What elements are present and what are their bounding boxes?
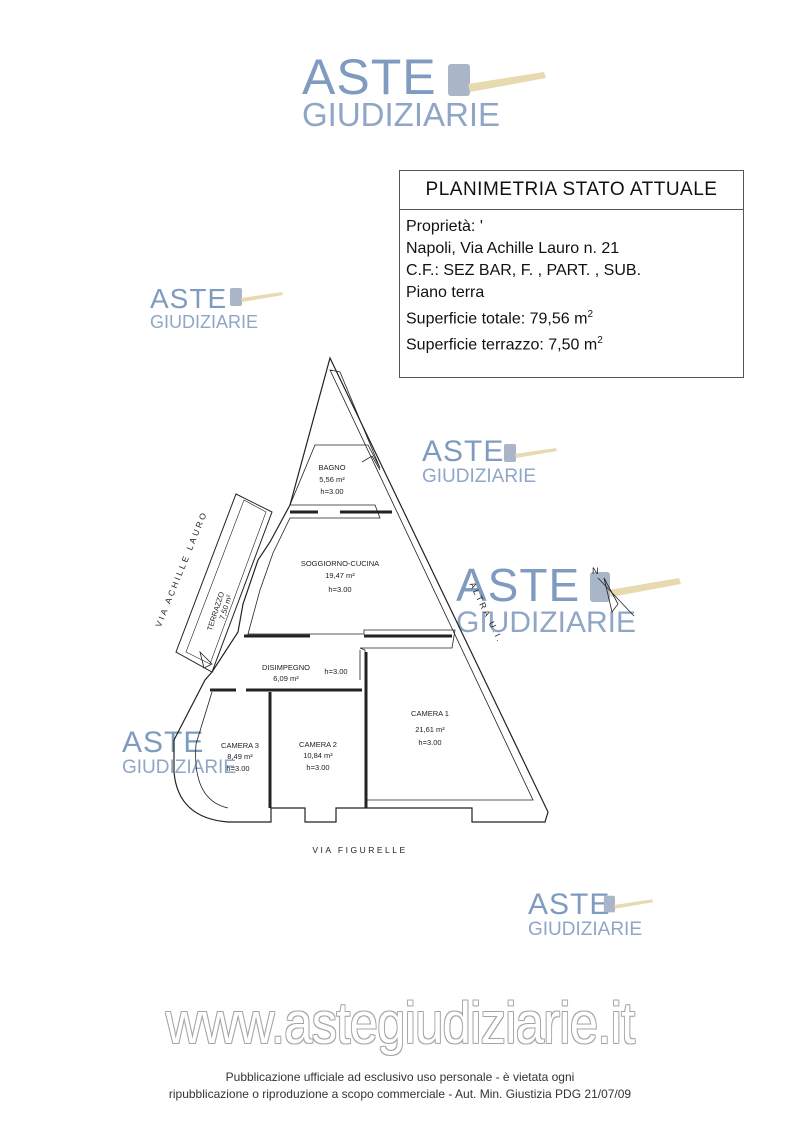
watermark-logo-lower-left: ASTE GIUDIZIARIE <box>122 726 237 778</box>
property-details: Proprietà: ' Napoli, Via Achille Lauro n… <box>400 210 743 357</box>
room-area-disimpegno: 6,09 m² <box>273 674 299 683</box>
site-url: www.astegiudiziarie.it <box>165 991 635 1056</box>
room-area-camera1: 21,61 m² <box>415 725 445 734</box>
watermark-line2: GIUDIZIARIE <box>302 96 501 133</box>
room-height-soggiorno: h=3.00 <box>328 585 351 594</box>
inner-wall <box>247 369 534 801</box>
watermark-logo-bottom: ASTE GIUDIZIARIE <box>528 888 643 940</box>
gavel-icon <box>504 444 557 462</box>
total-surface-text: Superficie totale: 79,56 m <box>406 310 588 328</box>
street-bottom: VIA FIGURELLE <box>312 845 407 855</box>
room-area-soggiorno: 19,47 m² <box>325 571 355 580</box>
floor-plan: BAGNO 5,56 m² h=3.00 SOGGIORNO-CUCINA 19… <box>153 356 635 855</box>
title-box: PLANIMETRIA STATO ATTUALE Proprietà: ' N… <box>399 170 744 378</box>
gavel-icon <box>448 64 546 96</box>
total-surface-line: Superficie totale: 79,56 m2 <box>406 304 743 330</box>
unit-exponent: 2 <box>587 309 593 320</box>
gavel-icon <box>603 895 654 913</box>
watermark-line2: GIUDIZIARIE <box>456 606 637 639</box>
watermark-line2: GIUDIZIARIE <box>422 466 537 487</box>
plan-title: PLANIMETRIA STATO ATTUALE <box>400 171 743 210</box>
owner-line: Proprietà: ' <box>406 218 483 235</box>
watermark-line1: ASTE <box>122 726 205 759</box>
cadastral-line: C.F.: SEZ BAR, F. , PART. , SUB. <box>406 262 642 279</box>
watermark-line1: ASTE <box>456 559 581 611</box>
room-name-camera3: CAMERA 3 <box>221 741 259 750</box>
room-height-camera1: h=3.00 <box>418 738 441 747</box>
room-height-camera3: h=3.00 <box>226 764 249 773</box>
footer: Pubblicazione ufficiale ad esclusivo uso… <box>0 1069 800 1103</box>
watermark-line1: ASTE <box>422 435 505 468</box>
outer-wall <box>173 356 549 823</box>
terrace-surface-text: Superficie terrazzo: 7,50 m <box>406 336 598 354</box>
watermark-line1: ASTE <box>150 283 228 314</box>
room-area-camera2: 10,84 m² <box>303 751 333 760</box>
footer-line1: Pubblicazione ufficiale ad esclusivo uso… <box>225 1070 575 1084</box>
address-line: Napoli, Via Achille Lauro n. 21 <box>406 240 620 257</box>
watermark-logo-left: ASTE GIUDIZIARIE <box>150 283 259 332</box>
room-area-bagno: 5,56 m² <box>319 475 345 484</box>
street-left: VIA ACHILLE LAURO <box>153 509 209 628</box>
north-label: N <box>592 566 599 576</box>
terrace-surface-line: Superficie terrazzo: 7,50 m2 <box>406 330 743 356</box>
watermark-line2: GIUDIZIARIE <box>528 919 643 940</box>
watermark-line2: GIUDIZIARIE <box>150 312 259 332</box>
room-name-soggiorno: SOGGIORNO-CUCINA <box>301 559 379 568</box>
room-name-disimpegno: DISIMPEGNO <box>262 663 310 672</box>
room-height-bagno: h=3.00 <box>320 487 343 496</box>
room-name-bagno: BAGNO <box>318 463 345 472</box>
watermark-logo-right: ASTE GIUDIZIARIE <box>456 562 636 638</box>
terrace <box>175 493 273 673</box>
watermark-line1: ASTE <box>528 888 611 921</box>
room-area-camera3: 8,49 m² <box>227 752 253 761</box>
unit-exponent: 2 <box>597 335 603 347</box>
room-name-camera1: CAMERA 1 <box>411 709 449 718</box>
room-name-camera2: CAMERA 2 <box>299 740 337 749</box>
watermark-logo-center: ASTE GIUDIZIARIE <box>422 435 537 487</box>
gavel-icon <box>230 288 283 306</box>
watermark-line2: GIUDIZIARIE <box>122 757 237 778</box>
watermark-line1: ASTE <box>302 49 437 105</box>
room-height-camera2: h=3.00 <box>306 763 329 772</box>
watermark-logo-top: ASTE GIUDIZIARIE <box>302 52 500 131</box>
floor-line: Piano terra <box>406 284 485 301</box>
room-height-disimpegno: h=3.00 <box>324 667 347 676</box>
street-right: ALTRA U.I. <box>468 580 506 645</box>
north-arrow: N <box>592 566 635 617</box>
footer-line2: ripubblicazione o riproduzione a scopo c… <box>168 1087 632 1101</box>
